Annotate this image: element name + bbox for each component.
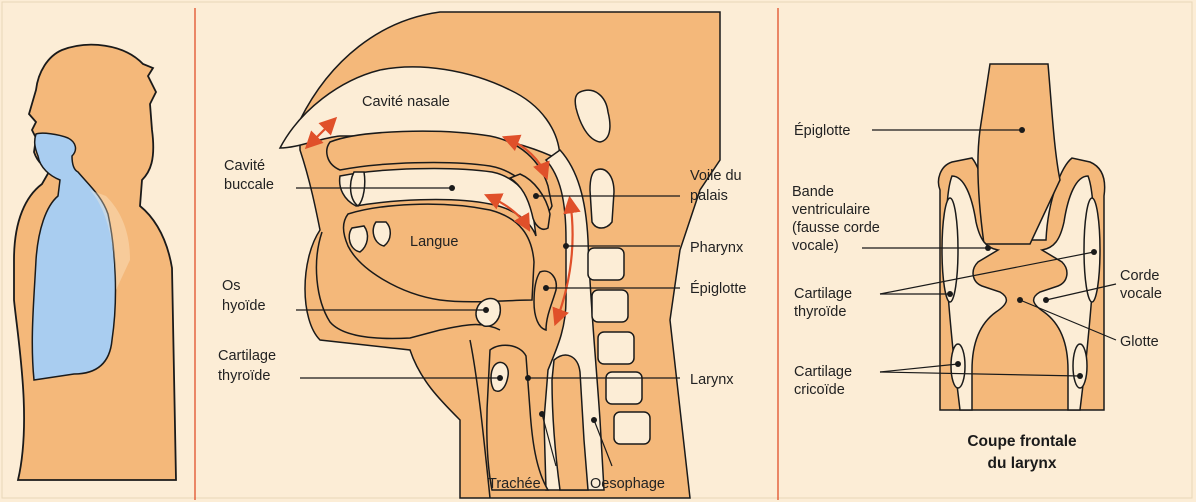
label-os-hyoide-1: Os xyxy=(222,278,241,294)
label-trachee: Trachée xyxy=(488,476,541,492)
label-corde-vocale-1: Corde xyxy=(1120,268,1160,284)
label-cartilage-thyroide-frontal-2: thyroïde xyxy=(794,304,846,320)
label-cartilage-thyroide-1: Cartilage xyxy=(218,348,276,364)
label-bande-4: vocale) xyxy=(792,238,839,254)
label-corde-vocale-2: vocale xyxy=(1120,286,1162,302)
cricoid-oval-right xyxy=(1073,344,1087,388)
label-pharynx: Pharynx xyxy=(690,240,744,256)
label-epiglotte-sag: Épiglotte xyxy=(690,280,746,297)
label-cavite-nasale: Cavité nasale xyxy=(362,94,450,110)
label-glotte: Glotte xyxy=(1120,334,1159,350)
frontal-title-2: du larynx xyxy=(988,455,1057,472)
thyroid-oval-left xyxy=(942,198,958,302)
label-epiglotte-frontal: Épiglotte xyxy=(794,122,850,139)
label-cartilage-thyroide-2: thyroïde xyxy=(218,368,270,384)
label-cartilage-thyroide-frontal-1: Cartilage xyxy=(794,286,852,302)
label-cartilage-cricoide-2: cricoïde xyxy=(794,382,845,398)
label-langue: Langue xyxy=(410,234,458,250)
label-bande-1: Bande xyxy=(792,184,834,200)
label-bande-2: ventriculaire xyxy=(792,202,870,218)
label-cartilage-cricoide-1: Cartilage xyxy=(794,364,852,380)
label-bande-3: (fausse corde xyxy=(792,220,880,236)
frontal-title-1: Coupe frontale xyxy=(967,433,1077,450)
label-voile-palais-2: palais xyxy=(690,188,728,204)
label-cavite-buccale-1: Cavité xyxy=(224,158,265,174)
label-voile-palais-1: Voile du xyxy=(690,168,742,184)
label-cavite-buccale-2: buccale xyxy=(224,177,274,193)
label-larynx: Larynx xyxy=(690,372,734,388)
label-oesophage: Oesophage xyxy=(590,476,665,492)
hyoid-bone xyxy=(476,299,500,327)
label-os-hyoide-2: hyoïde xyxy=(222,298,266,314)
